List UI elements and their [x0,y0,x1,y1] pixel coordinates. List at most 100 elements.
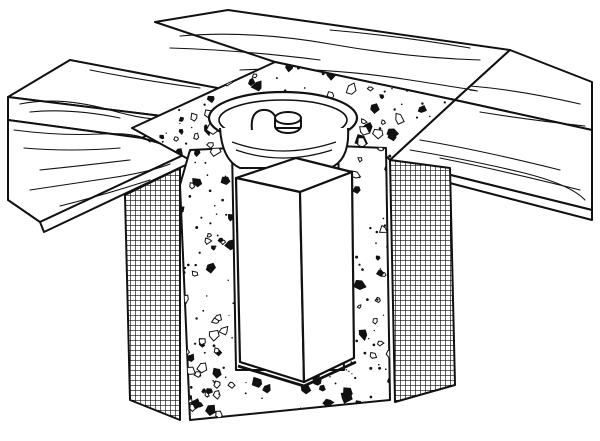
concrete-stone [132,62,139,67]
concrete-stone [217,237,224,243]
concrete-stone [251,376,263,388]
concrete-dot [227,65,231,69]
concrete-stone [322,398,335,408]
concrete-stone [340,392,353,404]
concrete-stone [366,86,374,92]
concrete-stone [190,112,198,122]
concrete-stone [147,63,156,72]
concrete-stone [352,186,361,194]
concrete-dot [208,189,212,193]
concrete-stone [213,380,221,389]
concrete-dot [249,414,252,418]
concrete-stone [176,70,187,80]
concrete-dot [363,351,367,355]
concrete-stone [159,134,165,140]
concrete-dot [231,336,233,339]
concrete-stone [206,142,214,150]
concrete-dot [355,255,359,259]
wood-grain-line [419,139,561,171]
wood-grain-line [23,147,121,151]
concrete-dot [316,411,319,414]
concrete-stone [183,366,196,375]
concrete-dot [161,140,164,143]
concrete-dot [351,373,353,375]
concrete-stone [356,304,362,309]
concrete-dot [340,415,342,417]
concrete-dot [203,351,206,354]
concrete-dot [225,213,228,216]
concrete-dot [204,124,208,128]
concrete-stone [192,178,203,188]
concrete-stone [206,233,212,238]
concrete-dot [355,339,359,343]
concrete-stone [386,415,390,420]
concrete-dot [198,251,201,254]
concrete-dot [189,386,193,389]
concrete-dot [221,198,224,202]
concrete-dot [334,382,337,385]
concrete-dot [354,376,357,380]
wood-grain-line [479,111,586,127]
concrete-stone [173,136,179,142]
concrete-stone [206,95,215,104]
concrete-stone [376,340,385,347]
concrete-stone [178,128,184,136]
concrete-dot [304,390,308,394]
wood-grain-line [409,149,586,201]
concrete-stone [201,388,207,394]
concrete-dot [355,405,358,408]
concrete-dot [375,242,377,244]
concrete-dot [213,204,216,207]
concrete-stone [318,384,326,392]
concrete-dot [368,337,370,340]
concrete-dot [182,69,185,71]
concrete-dot [443,101,446,104]
concrete-dot [195,317,198,320]
concrete-dot [297,66,300,70]
concrete-dot [212,379,214,382]
concrete-dot [375,230,379,234]
wood-grain-line [13,129,151,143]
wood-grain-line [179,33,481,61]
concrete-stone [196,362,208,374]
concrete-dot [245,381,247,384]
concrete-stone [218,325,229,336]
concrete-stone [371,128,384,140]
concrete-dot [206,395,209,398]
concrete-dot [384,368,387,371]
concrete-dot [224,175,227,178]
wood-grain-line [89,69,201,89]
concrete-dot [382,314,385,316]
mesh-form-left [124,167,181,421]
concrete-dot [378,127,382,130]
wood-grain-line [29,163,171,191]
concrete-dot [194,161,197,164]
concrete-dot [215,213,218,215]
concrete-stone [369,351,378,359]
concrete-dot [321,72,325,76]
concrete-stone [213,347,220,354]
concrete-stone [198,338,206,346]
concrete-dot [393,108,396,111]
concrete-stone [357,157,363,163]
concrete-dot [216,234,219,237]
concrete-stone [178,116,184,122]
concrete-stone [375,255,381,261]
concrete-dot [347,414,351,418]
concrete-dot [373,329,375,332]
concrete-stone [380,119,387,125]
wood-grain-line [469,85,581,105]
concrete-stone [345,82,357,95]
concrete-dot [178,108,181,112]
concrete-dot [172,71,176,74]
concrete-stone [369,416,376,420]
concrete-dot [369,410,372,413]
concrete-dot [165,132,167,134]
concrete-stone [250,80,262,92]
concrete-stone [210,245,216,251]
concrete-dot [369,395,373,399]
concrete-dot [428,115,431,118]
concrete-dot [376,298,379,301]
concrete-dot [244,392,247,395]
